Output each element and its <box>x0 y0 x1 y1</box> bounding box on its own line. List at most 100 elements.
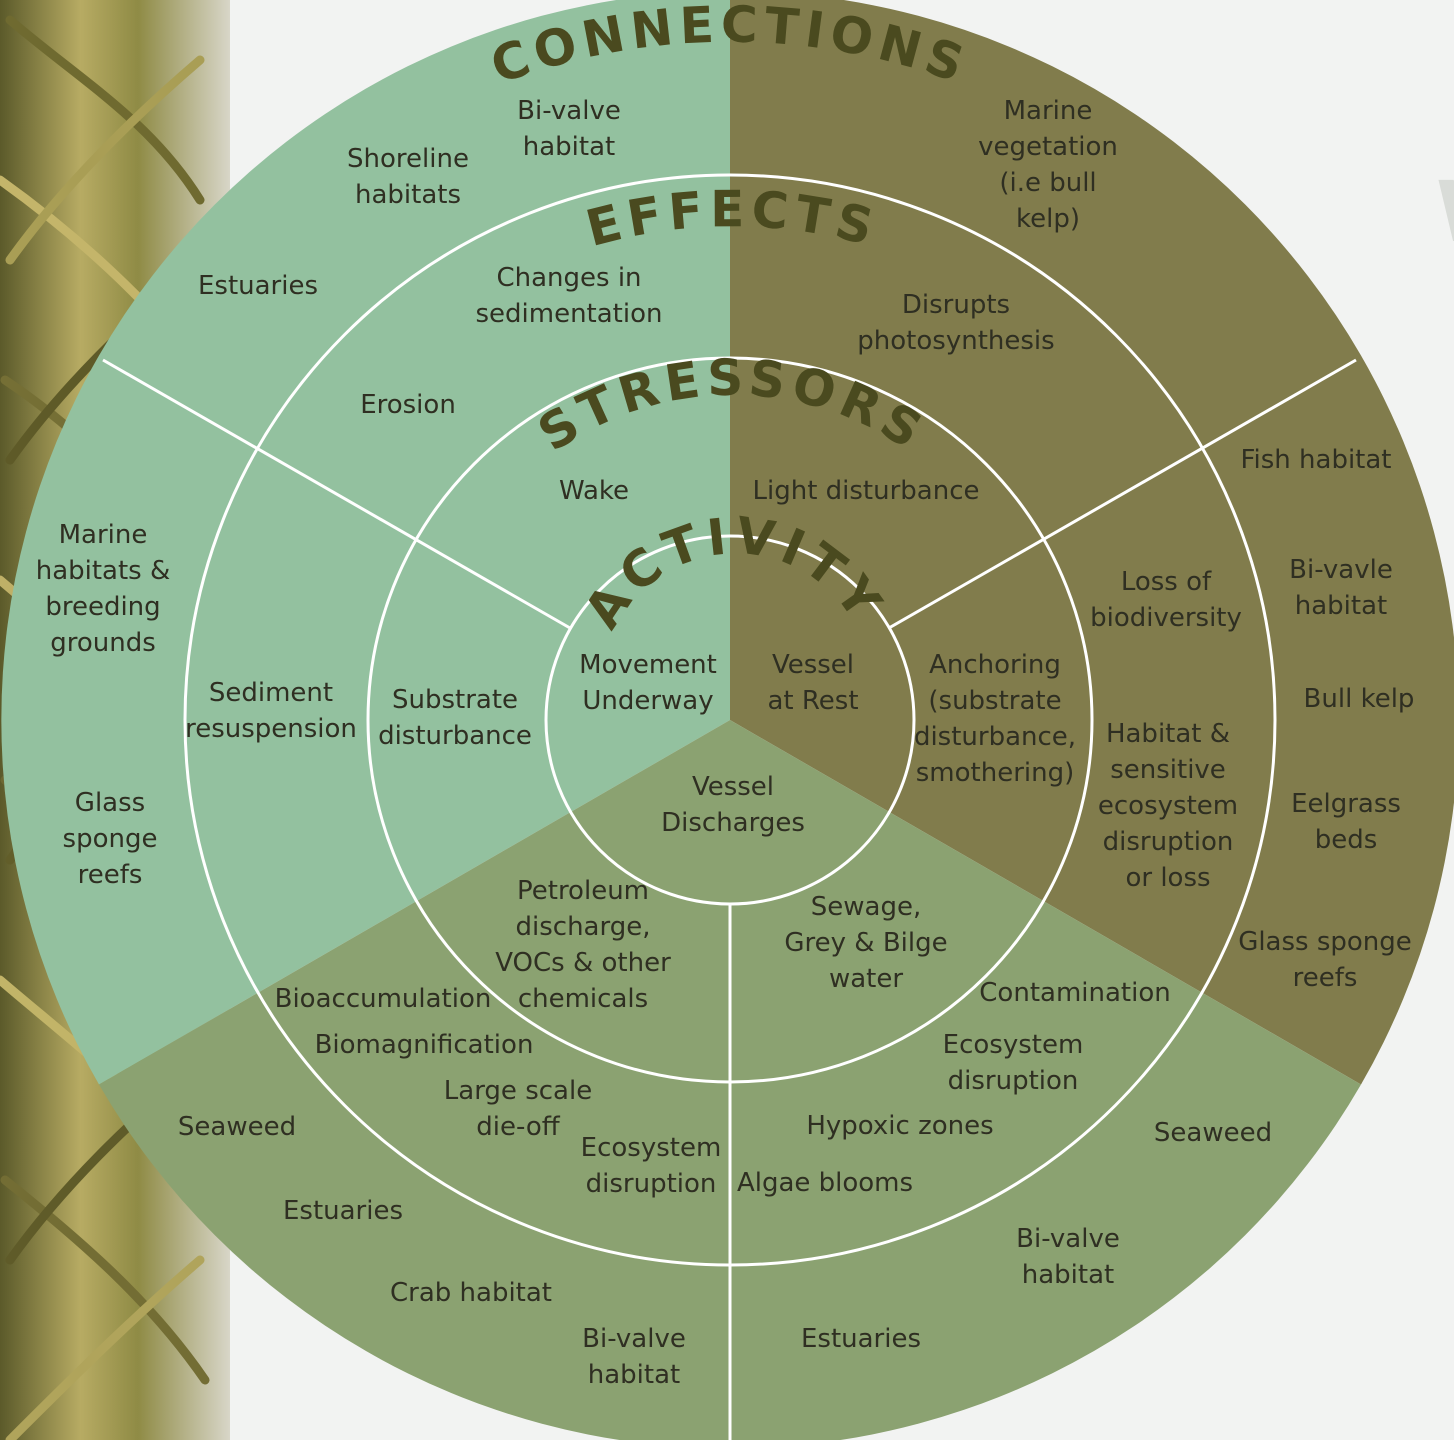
label-line: Petroleum <box>517 876 649 906</box>
ring-dividers <box>102 173 1357 1440</box>
label-line: Vessel <box>772 650 854 680</box>
label-line: Hypoxic zones <box>806 1111 993 1141</box>
label-line: Changes in <box>496 263 641 293</box>
stressor-wake-label: Wake <box>559 476 629 506</box>
connection-bivavle-label: Bi-vavle habitat <box>1289 555 1393 621</box>
effect-hypoxic-label: Hypoxic zones <box>806 1111 993 1141</box>
label-line: or loss <box>1125 863 1210 893</box>
connection-glass-right-label: Glass sponge reefs <box>1238 927 1412 993</box>
label-line: sponge <box>63 824 158 854</box>
label-line: Erosion <box>360 390 456 420</box>
label-line: (substrate <box>928 686 1061 716</box>
label-line: habitat <box>588 1360 680 1390</box>
label-line: habitat <box>523 132 615 162</box>
effect-algae-label: Algae blooms <box>737 1168 913 1198</box>
label-line: disruption <box>586 1169 717 1199</box>
label-line: Sewage, <box>811 892 921 922</box>
effect-erosion-label: Erosion <box>360 390 456 420</box>
label-line: disruption <box>948 1066 1079 1096</box>
label-line: Wake <box>559 476 629 506</box>
divider-left <box>102 358 571 630</box>
label-line: Sediment <box>209 678 333 708</box>
connection-bivalve-top-label: Bi-valve habitat <box>517 96 621 162</box>
label-line: chemicals <box>518 984 648 1014</box>
label-line: vegetation <box>978 132 1118 162</box>
label-line: habitats & <box>36 556 171 586</box>
label-line: Substrate <box>392 685 518 715</box>
label-line: Biomagnification <box>315 1030 534 1060</box>
label-line: water <box>829 964 903 994</box>
label-line: reefs <box>1293 963 1358 993</box>
label-line: (i.e bull <box>999 168 1096 198</box>
label-line: Shoreline <box>347 144 469 174</box>
label-line: Movement <box>579 650 717 680</box>
label-line: sedimentation <box>475 299 662 329</box>
label-line: Estuaries <box>283 1196 403 1226</box>
label-line: biodiversity <box>1090 603 1242 633</box>
label-line: Bi-valve <box>582 1324 686 1354</box>
label-line: habitats <box>355 180 461 210</box>
effect-sedimentation-label: Changes in sedimentation <box>475 263 662 329</box>
label-line: at Rest <box>767 686 858 716</box>
edge-letter: W <box>1436 170 1454 260</box>
label-line: Marine <box>1004 96 1093 126</box>
label-line: Underway <box>582 686 713 716</box>
label-line: Bi-vavle <box>1289 555 1393 585</box>
label-line: Disrupts <box>902 290 1010 320</box>
label-line: habitat <box>1022 1260 1114 1290</box>
label-line: Large scale <box>444 1076 592 1106</box>
effect-contamination-label: Contamination <box>979 978 1170 1008</box>
connection-marine-vegetation-label: Marine vegetation (i.e bull kelp) <box>978 96 1118 234</box>
label-line: Bioaccumulation <box>275 984 492 1014</box>
label-line: grounds <box>50 628 156 658</box>
label-line: Crab habitat <box>390 1278 552 1308</box>
label-line: Fish habitat <box>1240 445 1391 475</box>
label-line: Anchoring <box>929 650 1061 680</box>
label-line: disturbance, <box>914 722 1076 752</box>
stressor-anchoring-label: Anchoring (substrate disturbance, smotherin… <box>914 650 1076 788</box>
label-line: Bi-valve <box>517 96 621 126</box>
connection-bivalve-right-label: Bi-valve habitat <box>1016 1224 1120 1290</box>
activity-rest-label: Vessel at Rest <box>767 650 858 716</box>
label-line: breeding <box>45 592 160 622</box>
label-line: kelp) <box>1016 204 1080 234</box>
connection-estuaries-left-label: Estuaries <box>283 1196 403 1226</box>
connection-seaweed-right-label: Seaweed <box>1154 1118 1272 1148</box>
connection-marine-habitats-label: Marine habitats & breeding grounds <box>36 520 171 658</box>
label-line: smothering) <box>916 758 1075 788</box>
label-line: Vessel <box>692 772 774 802</box>
label-line: Bi-valve <box>1016 1224 1120 1254</box>
connection-seaweed-left-label: Seaweed <box>178 1112 296 1142</box>
label-line: Contamination <box>979 978 1170 1008</box>
label-line: Glass <box>75 788 145 818</box>
label-line: resuspension <box>185 714 357 744</box>
label-line: Eelgrass <box>1291 789 1401 819</box>
label-line: Glass sponge <box>1238 927 1412 957</box>
connection-crab-label: Crab habitat <box>390 1278 552 1308</box>
label-line: Algae blooms <box>737 1168 913 1198</box>
label-line: disturbance <box>378 721 532 751</box>
label-line: Ecosystem <box>581 1133 722 1163</box>
label-line: habitat <box>1295 591 1387 621</box>
label-line: Discharges <box>661 808 805 838</box>
connection-eelgrass-label: Eelgrass beds <box>1291 789 1401 855</box>
label-line: Estuaries <box>198 271 318 301</box>
label-line: ecosystem <box>1098 791 1238 821</box>
label-line: beds <box>1315 825 1378 855</box>
connection-fish-label: Fish habitat <box>1240 445 1391 475</box>
connection-bivalve-bottom-label: Bi-valve habitat <box>582 1324 686 1390</box>
stressor-substrate-label: Substrate disturbance <box>378 685 532 751</box>
label-line: Marine <box>59 520 148 550</box>
label-line: Bull kelp <box>1304 684 1415 714</box>
effect-resuspension-label: Sediment resuspension <box>185 678 357 744</box>
